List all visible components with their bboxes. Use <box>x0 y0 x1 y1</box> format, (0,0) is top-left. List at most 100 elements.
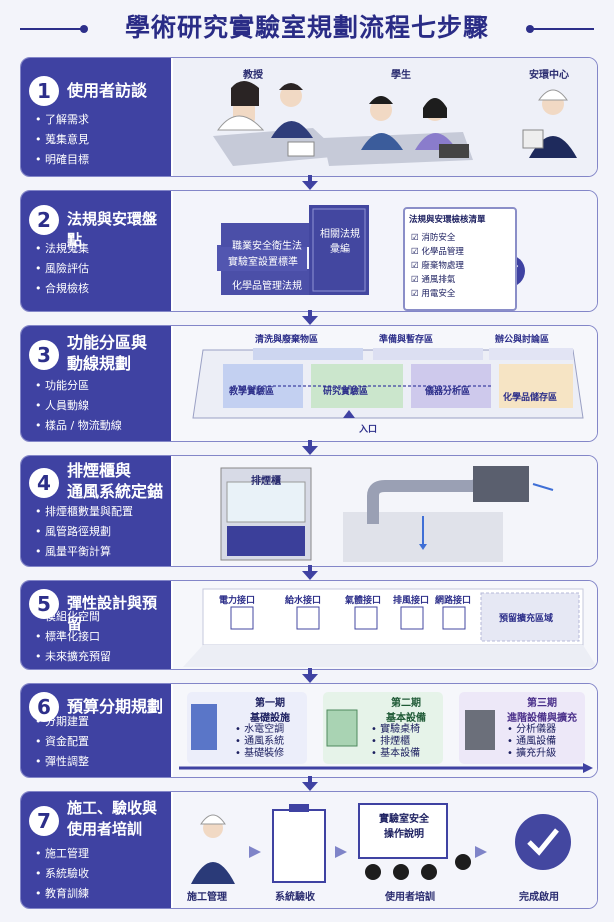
step-number: 2 <box>29 205 59 235</box>
training-board-text: 實驗室安全 操作說明 <box>379 814 429 840</box>
title-row: 學術研究實驗室規劃流程七步驟 <box>0 0 614 52</box>
phase-item: • 基本設備 <box>371 748 421 759</box>
step-1-sidebar: 1 使用者訪談 了解需求 蒐集意見 明確目標 <box>21 58 171 176</box>
flow-arrow-stem <box>308 175 312 181</box>
bullet: 合規檢核 <box>35 279 167 299</box>
flow-arrow <box>302 446 318 455</box>
bullet: 未來擴充預留 <box>35 647 167 667</box>
phase-item: • 擴充升級 <box>507 748 557 759</box>
step-3-panel: 3 功能分區與 動線規劃 功能分區 人員動線 樣品 / 物流動線 清洗與廢棄物區… <box>20 325 598 442</box>
zone-label: 清洗與廢棄物區 <box>255 335 319 345</box>
person-label-safety-center: 安環中心 <box>529 70 569 81</box>
phase-item: • 排煙櫃 <box>371 736 411 747</box>
fume-hood-label: 排煙櫃 <box>251 476 281 487</box>
title-rule-left <box>20 28 82 30</box>
flow-arrow <box>302 571 318 580</box>
bullet: 蒐集意見 <box>35 130 167 150</box>
fume-hood-ventilation-illustration <box>173 456 597 566</box>
phase-item-label: 水電空調 <box>244 724 285 735</box>
step-3-floorplan: 清洗與廢棄物區 準備與暫存區 辦公與討論區 教學實驗區 研究實驗區 儀器分析區 … <box>173 326 597 441</box>
step-bullets: 模組化空間 標準化接口 未來擴充預留 <box>35 607 167 667</box>
step-6-phases: 第一期 基礎設施 • 水電空調 • 通風系統 • 基礎裝修 第二期 基本設備 •… <box>173 684 597 777</box>
checklist-item-label: 消防安全 <box>421 233 456 243</box>
flow-arrow <box>302 782 318 791</box>
checklist-item-label: 通風排氣 <box>421 275 456 285</box>
bullet: 標準化接口 <box>35 627 167 647</box>
flow-arrow-stem <box>308 668 312 674</box>
step-number: 7 <box>29 806 59 836</box>
bullet: 模組化空間 <box>35 607 167 627</box>
step-bullets: 施工管理 系統驗收 教育訓練 <box>35 844 167 904</box>
step-title: 功能分區與 動線規劃 <box>67 333 148 373</box>
title-dot-left <box>80 25 88 33</box>
step-4-sidebar: 4 排煙櫃與 通風系統定錨 排煙櫃數量與配置 風管路徑規劃 風量平衡計算 <box>21 456 171 566</box>
step-title: 施工、驗收與 使用者培訓 <box>67 799 158 838</box>
phase-1-items: • 水電空調 • 通風系統 • 基礎裝修 <box>235 724 307 760</box>
step-title: 排煙櫃與 通風系統定錨 <box>67 461 164 501</box>
phase-item-label: 通風系統 <box>244 736 285 747</box>
person-label-professor: 教授 <box>243 70 263 81</box>
phase-3-items: • 分析儀器 • 通風設備 • 擴充升級 <box>507 724 583 760</box>
book-title: 職業安全衛生法 <box>232 241 302 252</box>
port-label-gas: 氣體接口 <box>345 596 382 606</box>
phase-item: • 實驗桌椅 <box>371 724 421 735</box>
reserve-area-label: 預留擴充區域 <box>499 614 554 624</box>
step-1-panel: 1 使用者訪談 了解需求 蒐集意見 明確目標 <box>20 57 598 177</box>
checklist-item-label: 用電安全 <box>421 289 456 299</box>
step-title: 使用者訪談 <box>67 81 148 100</box>
book-title: 實驗室設置標準 <box>228 257 298 268</box>
bullet: 風險評估 <box>35 259 167 279</box>
phase-item: • 分析儀器 <box>507 724 557 735</box>
interview-scene-illustration <box>173 58 597 176</box>
checklist-items: ☑ 消防安全 ☑ 化學品管理 ☑ 廢棄物處理 ☑ 通風排氣 ☑ 用電安全 <box>411 231 464 301</box>
stage-label-training: 使用者培訓 <box>385 892 435 903</box>
bullet: 系統驗收 <box>35 864 167 884</box>
flow-arrow-stem <box>308 310 312 316</box>
step-1-illustration: 教授 學生 安環中心 <box>173 58 597 176</box>
step-3-sidebar: 3 功能分區與 動線規劃 功能分區 人員動線 樣品 / 物流動線 <box>21 326 171 441</box>
bullet: 人員動線 <box>35 396 167 416</box>
step-7-illustration: 實驗室安全 操作說明 施工管理 系統驗收 使用者培訓 完成啟用 <box>173 792 597 908</box>
phase-item-label: 實驗桌椅 <box>380 724 421 735</box>
bullet: 風管路徑規劃 <box>35 522 167 542</box>
step-7-panel: 7 施工、驗收與 使用者培訓 施工管理 系統驗收 教育訓練 實驗室安全 <box>20 791 598 909</box>
flow-arrow-stem <box>308 776 312 782</box>
step-6-panel: 6 預算分期規劃 分期建置 資金配置 彈性調整 第一期 基礎設施 • 水電空調 … <box>20 683 598 778</box>
step-5-sidebar: 5 彈性設計與預留 模組化空間 標準化接口 未來擴充預留 <box>21 581 171 669</box>
bullet: 明確目標 <box>35 150 167 170</box>
phase-item-label: 排煙櫃 <box>380 736 411 747</box>
step-4-illustration: 排煙櫃 <box>173 456 597 566</box>
step-bullets: 法規蒐集 風險評估 合規檢核 <box>35 239 167 299</box>
step-bullets: 分期建置 資金配置 彈性調整 <box>35 712 167 772</box>
step-2-panel: 2 法規與安環盤點 法規蒐集 風險評估 合規檢核 職業安全衛生法 實驗室設置標準… <box>20 190 598 312</box>
book-title: 化學品管理法規 <box>232 281 302 292</box>
port-label-water: 給水接口 <box>285 596 322 606</box>
step-5-illustration: 電力接口 給水接口 氣體接口 排風接口 網路接口 預留擴充區域 <box>173 581 597 669</box>
phase-1-title: 第一期 基礎設施 <box>250 698 290 724</box>
flow-arrow <box>302 316 318 325</box>
bullet: 分期建置 <box>35 712 167 732</box>
phase-2-title: 第二期 基本設備 <box>386 698 426 724</box>
step-4-panel: 4 排煙櫃與 通風系統定錨 排煙櫃數量與配置 風管路徑規劃 風量平衡計算 排煙櫃 <box>20 455 598 567</box>
checklist-item-label: 化學品管理 <box>421 247 464 257</box>
title-rule-right <box>532 28 594 30</box>
step-2-illustration: 職業安全衛生法 實驗室設置標準 化學品管理法規 相關法規 彙編 法規與安環檢核清… <box>173 191 597 311</box>
page-title: 學術研究實驗室規劃流程七步驟 <box>124 13 489 42</box>
zone-label: 化學品儲存區 <box>503 393 558 403</box>
checklist-item: ☑ 用電安全 <box>411 289 456 299</box>
phase-timeline-illustration <box>173 684 597 777</box>
bullet: 法規蒐集 <box>35 239 167 259</box>
step-number: 1 <box>29 76 59 106</box>
zone-label: 教學實驗區 <box>229 387 275 397</box>
step-bullets: 排煙櫃數量與配置 風管路徑規劃 風量平衡計算 <box>35 502 167 562</box>
checklist-item: ☑ 化學品管理 <box>411 247 464 257</box>
bullet: 功能分區 <box>35 376 167 396</box>
step-number: 4 <box>29 468 59 498</box>
modular-space-illustration <box>173 581 597 669</box>
bullet: 施工管理 <box>35 844 167 864</box>
bullet: 樣品 / 物流動線 <box>35 416 167 436</box>
checklist-title: 法規與安環檢核清單 <box>409 215 486 225</box>
zone-label: 準備與暫存區 <box>379 335 434 345</box>
zone-label: 儀器分析區 <box>425 387 471 397</box>
binder-title: 相關法規 彙編 <box>320 229 360 255</box>
